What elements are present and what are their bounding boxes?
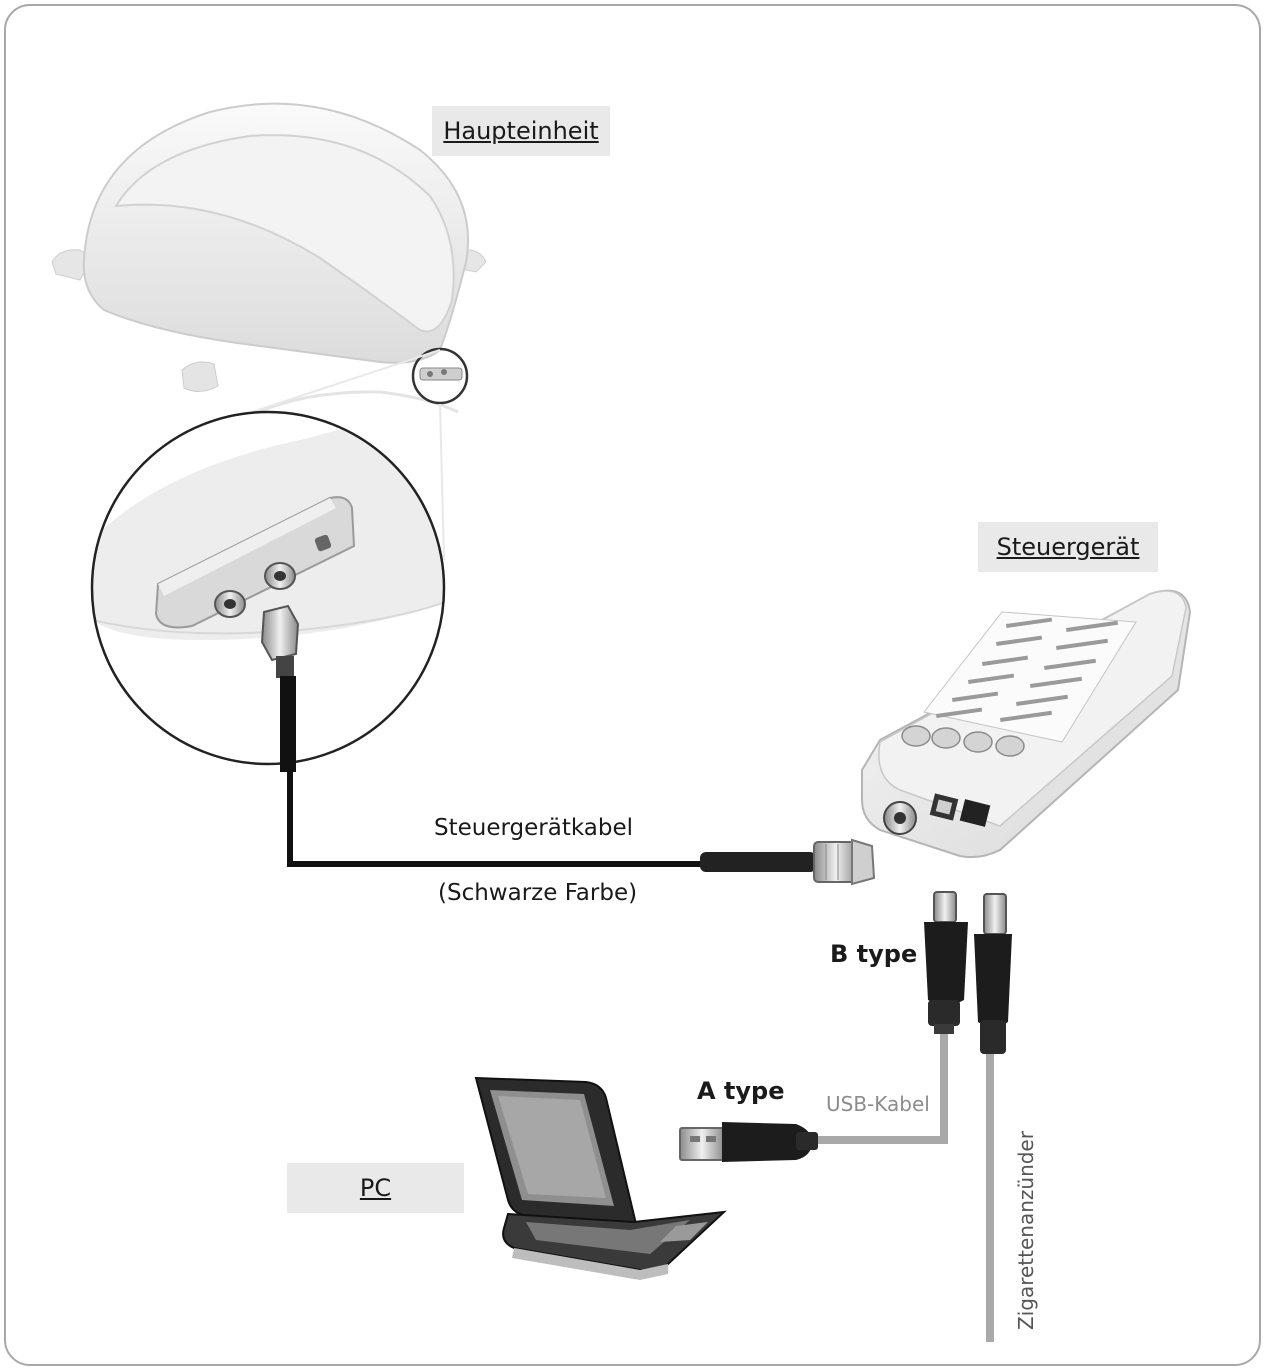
cigarette-lighter-label: Zigarettenanzünder [1014,1131,1038,1330]
usb-cable-label: USB-Kabel [826,1092,930,1116]
usb-cable [816,1034,948,1144]
pc-label: PC [287,1163,464,1213]
control-cable-label: Steuergerätkabel [434,815,634,841]
connector-zoom-view [90,410,446,772]
main-unit-label: Haupteinheit [432,106,610,156]
control-unit-label: Steuergerät [978,522,1158,572]
main-unit-dome [51,102,487,422]
connector-magnifier [411,347,469,405]
a-type-label: A type [697,1077,785,1105]
usb-b-plug [924,891,968,1034]
usb-a-plug [679,1122,818,1162]
dc-power-plug [974,893,1012,1054]
cable-boot [700,852,816,872]
control-unit-device [861,589,1192,859]
control-cable-color-label: (Schwarze Farbe) [438,880,638,906]
coax-plug [813,838,876,886]
laptop-pc [474,1076,727,1280]
control-cable [287,772,706,867]
b-type-label: B type [830,940,918,968]
